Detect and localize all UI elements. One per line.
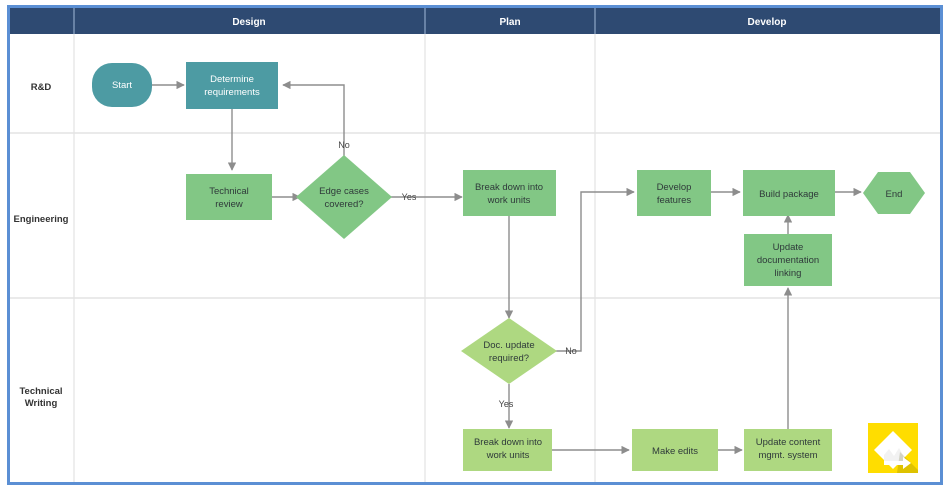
column-header-band: [10, 8, 940, 34]
node-end[interactable]: End: [863, 172, 925, 214]
node-doc-update-required[interactable]: Doc. update required?: [461, 318, 557, 384]
lane-label-rnd: R&D: [31, 82, 52, 93]
node-technical-review[interactable]: Technical review: [186, 174, 272, 220]
lane-label-technical-writing-line2: Writing: [25, 398, 58, 409]
node-build-package-label: Build package: [759, 189, 819, 200]
column-header-design: Design: [232, 17, 265, 28]
node-start-label: Start: [112, 80, 132, 91]
node-update-doc-line2: documentation: [757, 255, 819, 266]
lane-label-engineering: Engineering: [14, 214, 69, 225]
edge-edge-cases-no-to-determine: [282, 80, 345, 168]
node-doc-update-line1: Doc. update: [483, 340, 534, 351]
node-break-down-plan-line1: Break down into: [475, 182, 543, 193]
node-break-down-tw-line2: work units: [486, 450, 530, 461]
edge-label-yes-doc-update: Yes: [499, 399, 514, 409]
node-build-package[interactable]: Build package: [743, 170, 835, 216]
node-break-down-work-units-tw[interactable]: Break down into work units: [463, 429, 552, 471]
node-edge-cases-line2: covered?: [324, 199, 363, 210]
edge-label-no-doc-update: No: [565, 346, 577, 356]
node-determine-requirements[interactable]: Determine requirements: [186, 62, 278, 109]
edge-label-yes-edge-cases: Yes: [402, 192, 417, 202]
lane-label-technical-writing-line1: Technical: [19, 386, 62, 397]
edge-label-no-edge-cases: No: [338, 140, 350, 150]
node-update-documentation-linking[interactable]: Update documentation linking: [744, 234, 832, 286]
node-make-edits-label: Make edits: [652, 446, 698, 457]
column-header-develop: Develop: [748, 17, 787, 28]
node-doc-update-line2: required?: [489, 353, 529, 364]
node-break-down-plan-line2: work units: [487, 195, 531, 206]
node-end-label: End: [886, 189, 903, 200]
node-develop-features-line1: Develop: [657, 182, 692, 193]
edge-doc-update-no-to-develop-features: [553, 187, 635, 352]
node-start[interactable]: Start: [92, 63, 152, 107]
column-header-plan: Plan: [499, 17, 520, 28]
node-develop-features-line2: features: [657, 195, 692, 206]
node-determine-requirements-line2: requirements: [204, 87, 260, 98]
smartdraw-logo: [868, 423, 918, 473]
node-make-edits[interactable]: Make edits: [632, 429, 718, 471]
node-break-down-work-units-plan[interactable]: Break down into work units: [463, 170, 556, 216]
node-update-content-mgmt-system[interactable]: Update content mgmt. system: [744, 429, 832, 471]
node-update-cms-line2: mgmt. system: [758, 450, 817, 461]
node-develop-features[interactable]: Develop features: [637, 170, 711, 216]
node-update-doc-line3: linking: [775, 268, 802, 279]
node-update-cms-line1: Update content: [756, 437, 821, 448]
node-update-doc-line1: Update: [773, 242, 804, 253]
node-break-down-tw-line1: Break down into: [474, 437, 542, 448]
node-determine-requirements-line1: Determine: [210, 74, 254, 85]
node-edge-cases-line1: Edge cases: [319, 186, 369, 197]
node-technical-review-line1: Technical: [209, 186, 249, 197]
node-edge-cases-covered[interactable]: Edge cases covered?: [296, 155, 392, 239]
node-technical-review-line2: review: [215, 199, 243, 210]
